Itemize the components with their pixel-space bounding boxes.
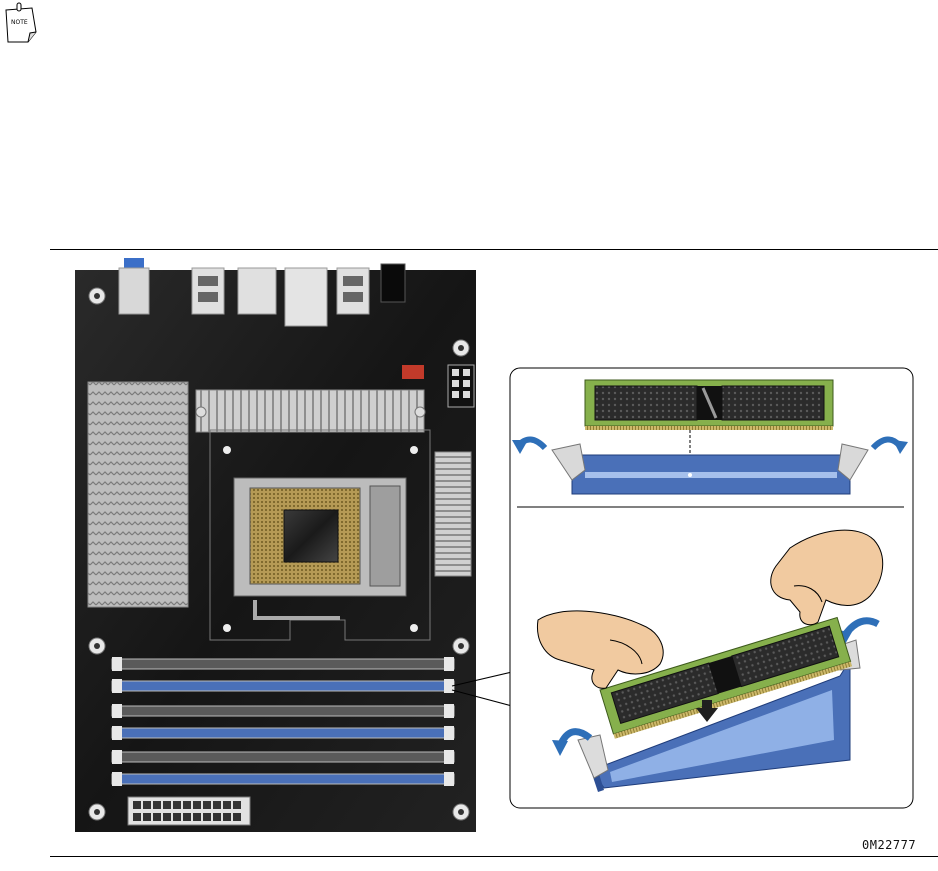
motherboard xyxy=(75,258,476,832)
figure-id-label: 0M22777 xyxy=(862,838,916,852)
callout-panel xyxy=(510,368,913,808)
